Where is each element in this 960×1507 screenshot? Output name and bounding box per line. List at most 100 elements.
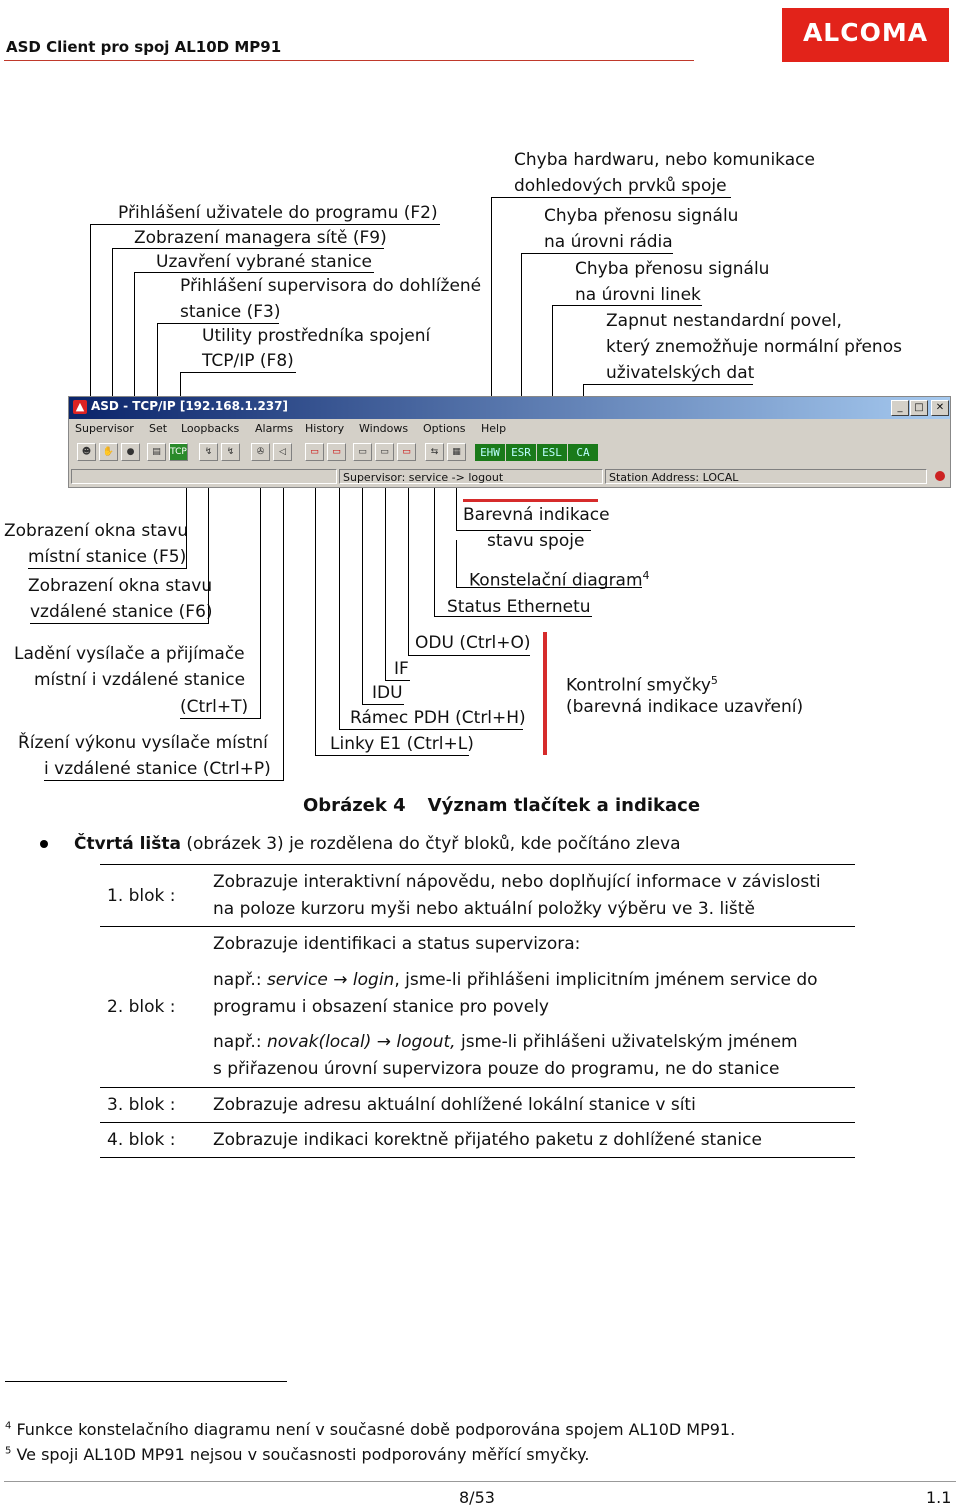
- menu-history[interactable]: History: [305, 422, 345, 435]
- callout-esr-1: Chyba přenosu signálu: [544, 206, 739, 226]
- footnote-5: 5 Ve spoji AL10D MP91 nejsou v současnos…: [5, 1445, 590, 1464]
- table-row: 4. blok : Zobrazuje indikaci korektně př…: [100, 1123, 855, 1158]
- network-manager-icon[interactable]: ✋: [99, 443, 118, 461]
- loop-e1-icon[interactable]: ▭: [305, 443, 324, 461]
- callout-tuning-1: Ladění vysílače a přijímače: [14, 644, 245, 664]
- callout-ethernet: Status Ethernetu: [447, 597, 591, 617]
- block-label: 2. blok :: [107, 997, 176, 1017]
- callout-constellation: Konstelační diagram4: [469, 563, 650, 594]
- blocks-table: 1. blok : Zobrazuje interaktivní nápověd…: [100, 864, 855, 1158]
- block-description: Zobrazuje interaktivní nápovědu, nebo do…: [213, 865, 855, 927]
- callout-idu: IDU: [372, 683, 403, 703]
- power-control-icon[interactable]: ◁: [273, 443, 292, 461]
- minimize-button[interactable]: _: [891, 400, 909, 416]
- alcoma-logo: ALCOMA: [782, 8, 949, 62]
- app-titlebar: ▲ ASD - TCP/IP [192.168.1.237] _ □ ✕: [69, 397, 950, 419]
- supervisor-login-icon[interactable]: ▤: [147, 443, 166, 461]
- callout-e1: Linky E1 (Ctrl+L): [330, 734, 474, 754]
- callout-if: IF: [394, 659, 409, 679]
- callout-loops-1: Kontrolní smyčky5: [566, 668, 718, 699]
- callout-tcpip-utility-2: TCP/IP (F8): [202, 351, 294, 371]
- block-description: Zobrazuje indikaci korektně přijatého pa…: [213, 1130, 762, 1150]
- block-label: 1. blok :: [107, 885, 176, 906]
- bullet-paragraph: Čtvrtá lišta (obrázek 3) je rozdělena do…: [40, 834, 681, 854]
- link-state-red-bar: [463, 499, 598, 502]
- callout-local-status-2: místní stanice (F5): [28, 547, 187, 567]
- callout-login: Přihlášení uživatele do programu (F2): [118, 203, 438, 223]
- local-status-icon[interactable]: ↯: [199, 443, 218, 461]
- block-description: Zobrazuje identifikaci a status superviz…: [213, 927, 855, 1088]
- loop-idu-icon[interactable]: ▭: [353, 443, 372, 461]
- block2-p3-line1: např.: novak(local) → logout, jsme-li př…: [213, 1032, 798, 1052]
- remote-status-icon[interactable]: ↯: [221, 443, 240, 461]
- loop-odu-icon[interactable]: ▭: [397, 443, 416, 461]
- callout-close-station: Uzavření vybrané stanice: [156, 252, 373, 272]
- block-label: 4. blok :: [107, 1130, 176, 1150]
- footnote-4: 4 Funkce konstelačního diagramu není v s…: [5, 1420, 736, 1439]
- callout-network-manager: Zobrazení managera sítě (F9): [134, 228, 387, 248]
- footnote-ref-5: 5: [710, 674, 718, 687]
- menu-alarms[interactable]: Alarms: [255, 422, 294, 435]
- block1-line2: na poloze kurzoru myši nebo aktuální pol…: [213, 898, 755, 919]
- callout-pdh: Rámec PDH (Ctrl+H): [350, 708, 526, 728]
- menu-supervisor[interactable]: Supervisor: [75, 422, 134, 435]
- table-row: 1. blok : Zobrazuje interaktivní nápověd…: [100, 864, 855, 927]
- esl-indicator: ESL: [537, 444, 567, 461]
- ca-indicator: CA: [568, 444, 598, 461]
- footnote-rule: [5, 1381, 287, 1382]
- callout-local-status-1: Zobrazení okna stavu: [4, 521, 189, 541]
- callout-loops-2: (barevná indikace uzavření): [566, 697, 804, 717]
- page-number: 8/53: [459, 1488, 495, 1507]
- menu-set[interactable]: Set: [149, 422, 168, 435]
- bullet-rest: (obrázek 3) je rozdělena do čtyř bloků, …: [180, 834, 681, 854]
- bullet-bold: Čtvrtá lišta: [74, 834, 181, 854]
- block-description: Zobrazuje adresu aktuální dohlížené loká…: [213, 1095, 696, 1115]
- constellation-label: Konstelační diagram: [469, 570, 643, 591]
- callout-ca-1: Zapnut nestandardní povel,: [606, 311, 842, 331]
- callout-odu: ODU (Ctrl+O): [415, 633, 531, 653]
- close-button[interactable]: ✕: [931, 400, 949, 416]
- callout-tcpip-utility-1: Utility prostředníka spojení: [202, 326, 431, 346]
- loop-if-icon[interactable]: ▭: [375, 443, 394, 461]
- status-address-block: Station Address: LOCAL: [605, 469, 927, 484]
- table-row: 2. blok : Zobrazuje identifikaci a statu…: [100, 927, 855, 1088]
- menu-windows[interactable]: Windows: [359, 422, 409, 435]
- table-row: 3. blok : Zobrazuje adresu aktuální dohl…: [100, 1088, 855, 1123]
- tcpip-icon[interactable]: TCP: [169, 443, 188, 461]
- login-icon[interactable]: ☻: [77, 443, 96, 461]
- menu-help[interactable]: Help: [481, 422, 507, 435]
- close-station-icon[interactable]: ●: [121, 443, 140, 461]
- status-supervisor-block: Supervisor: service -> logout: [339, 469, 603, 484]
- block1-line1: Zobrazuje interaktivní nápovědu, nebo do…: [213, 871, 821, 892]
- header-rule: [4, 60, 694, 61]
- loop-pdh-icon[interactable]: ▭: [327, 443, 346, 461]
- callout-ca-2: který znemožňuje normální přenos: [606, 337, 902, 357]
- caption-label: Obrázek 4: [303, 795, 406, 816]
- app-title: ASD - TCP/IP [192.168.1.237]: [91, 399, 288, 413]
- version-number: 1.1: [926, 1488, 952, 1507]
- statusbar: Supervisor: service -> logout Station Ad…: [69, 467, 950, 487]
- callout-tuning-3: (Ctrl+T): [180, 697, 249, 717]
- callout-ehw-2: dohledových prvků spoje: [514, 176, 727, 196]
- callout-power-1: Řízení výkonu vysílače místní: [18, 733, 268, 753]
- block2-p2-line2: programu i obsazení stanice pro povely: [213, 997, 549, 1017]
- callout-esl-2: na úrovni linek: [575, 285, 701, 305]
- callout-link-state-1: Barevná indikace: [463, 505, 610, 525]
- menu-loopbacks[interactable]: Loopbacks: [181, 422, 240, 435]
- tx-rx-tuning-icon[interactable]: ✇: [251, 443, 270, 461]
- esr-indicator: ESR: [506, 444, 536, 461]
- toolbar: ☻ ✋ ● ▤ TCP ↯ ↯ ✇ ◁ ▭ ▭ ▭ ▭ ▭ ⇆ ▦ EHW ES…: [69, 441, 950, 465]
- block2-p1: Zobrazuje identifikaci a status superviz…: [213, 934, 581, 954]
- callout-link-state-2: stavu spoje: [487, 531, 585, 551]
- callout-supervisor-login-2: stanice (F3): [180, 302, 281, 322]
- constellation-icon[interactable]: ▦: [447, 443, 466, 461]
- ethernet-status-icon[interactable]: ⇆: [425, 443, 444, 461]
- footer-rule: [4, 1481, 956, 1482]
- app-logo-icon: ▲: [73, 400, 87, 414]
- status-help-block: [71, 469, 337, 484]
- menu-options[interactable]: Options: [423, 422, 466, 435]
- footnote-ref-4: 4: [642, 569, 650, 582]
- maximize-button[interactable]: □: [910, 400, 928, 416]
- bullet-icon: [40, 840, 48, 848]
